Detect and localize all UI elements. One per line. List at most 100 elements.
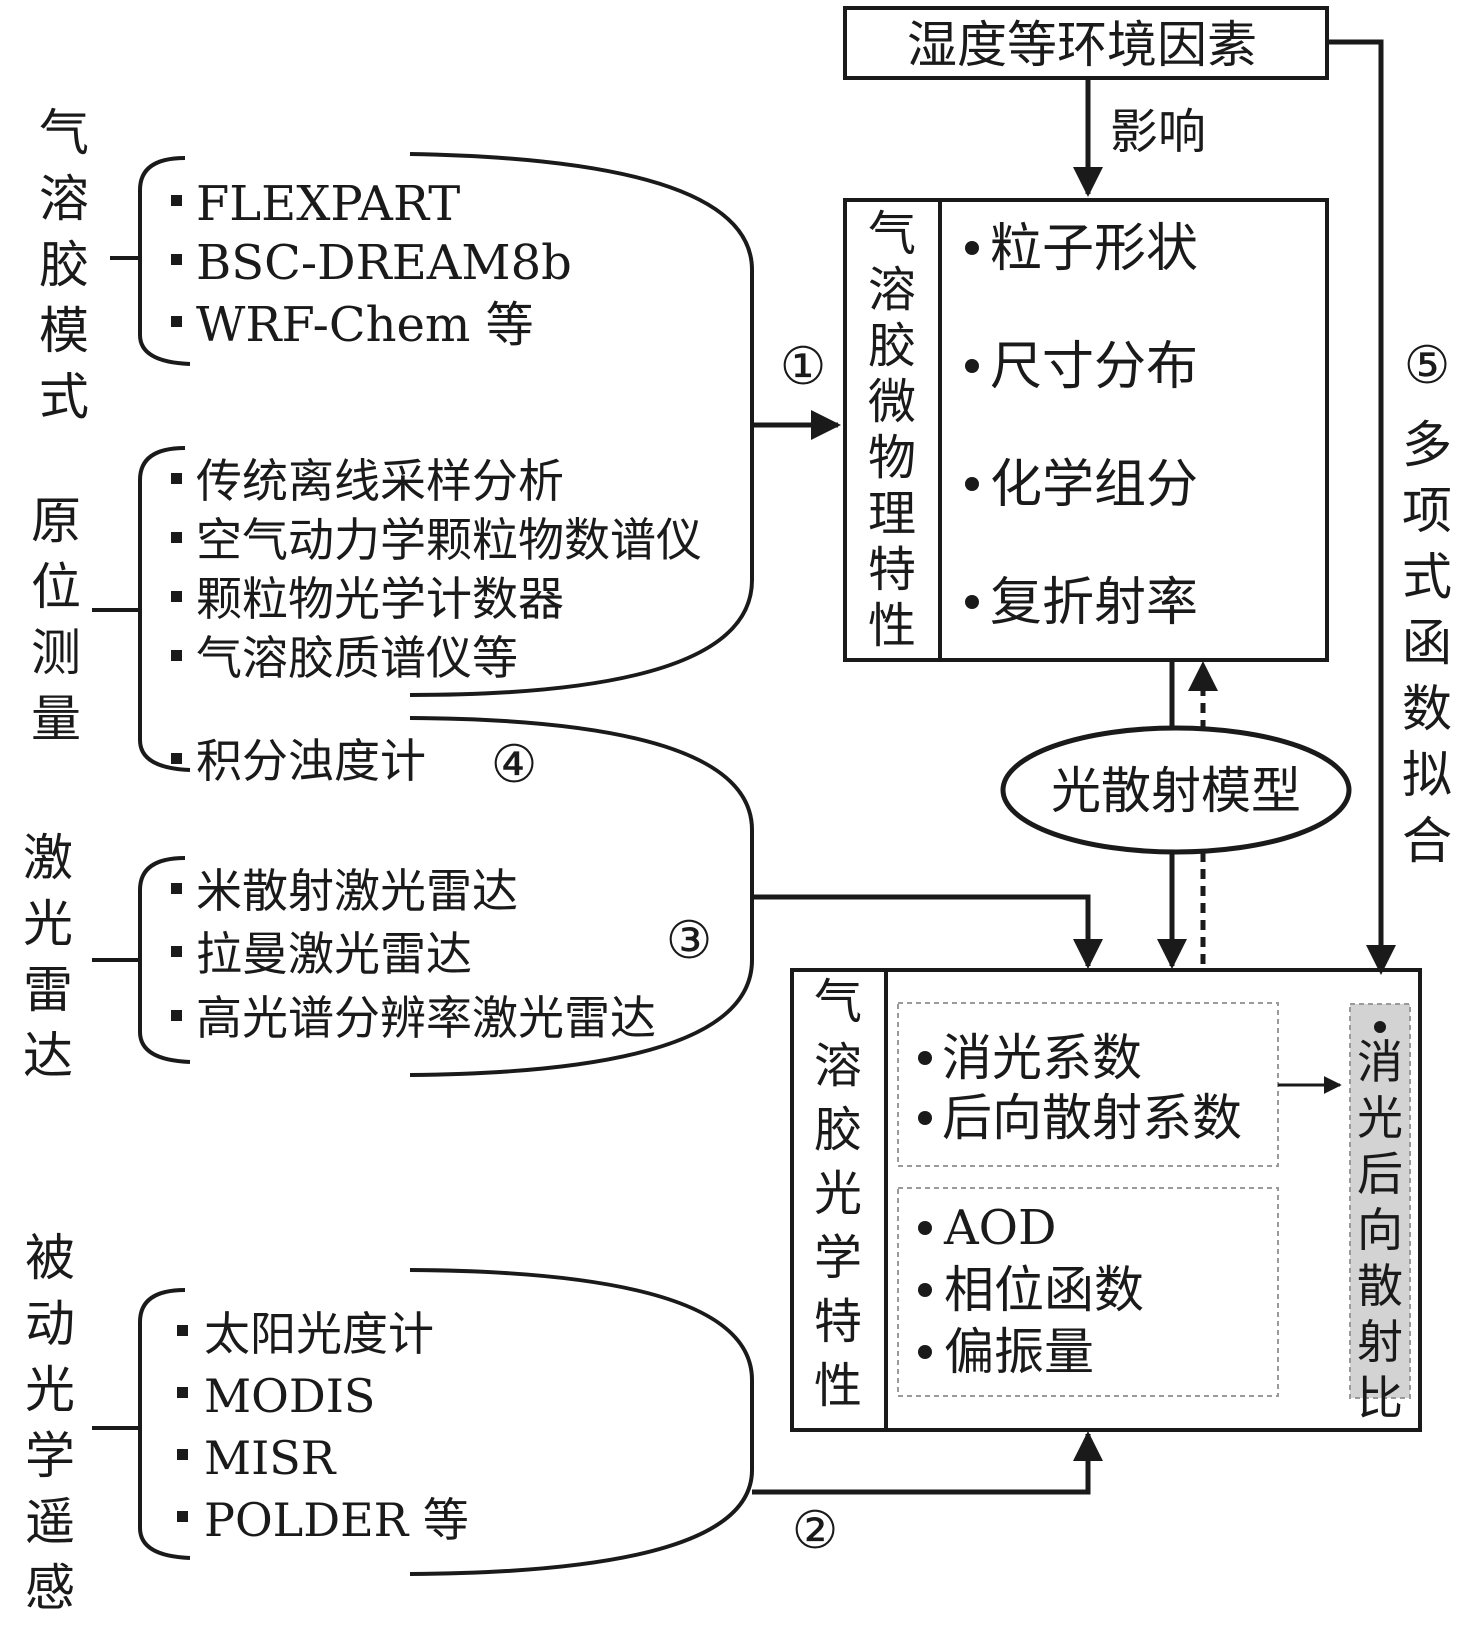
passive-title-char: 被 (25, 1229, 75, 1287)
model-title-char: 胶 (39, 236, 89, 294)
micro-title-char: 气 (868, 206, 916, 262)
light-model-ellipse (1000, 725, 1352, 855)
insitu-title-char: 测 (31, 624, 81, 682)
square-bullet (177, 1325, 188, 1336)
circle-label-4: ④ (491, 735, 538, 795)
lidar-brace (138, 856, 191, 1064)
circle-label-3: ③ (666, 911, 713, 971)
square-bullet (171, 532, 182, 543)
insitu-item: 空气动力学颗粒物数谱仪 (196, 513, 702, 567)
passive-title-char: 光 (25, 1361, 75, 1419)
fit-label: 多 项 式 函 数 拟 合 (1402, 416, 1452, 870)
ratio-char: 比 (1357, 1371, 1403, 1425)
lidar-title-char: 达 (23, 1027, 73, 1085)
insitu-item: 传统离线采样分析 (196, 454, 564, 508)
env-factors-label: 湿度等环境因素 (907, 16, 1257, 74)
fit-arrow (1327, 39, 1396, 975)
arrow-2 (752, 1431, 1103, 1495)
square-bullet (177, 1449, 188, 1460)
passive-title-char: 感 (25, 1559, 75, 1617)
model-brace (138, 156, 191, 366)
optical-group1-item: 消光系数 (942, 1029, 1142, 1087)
passive-item: POLDER 等 (204, 1493, 469, 1547)
square-bullet (171, 473, 182, 484)
micro-title-char: 微 (868, 374, 916, 430)
model-item: FLEXPART (196, 176, 460, 232)
insitu-title-char: 位 (31, 558, 81, 616)
optical-group2-item: AOD (943, 1200, 1057, 1256)
influence-label: 影响 (1110, 104, 1206, 160)
connectors (409, 152, 1103, 1576)
micro-title-char: 特 (868, 542, 916, 598)
model-item: BSC-DREAM8b (196, 235, 572, 291)
optical-title-char: 溶 (814, 1038, 862, 1094)
light-model-label: 光散射模型 (1051, 762, 1301, 820)
bullet (965, 241, 979, 255)
insitu-items: 传统离线采样分析 空气动力学颗粒物数谱仪 颗粒物光学计数器 气溶胶质谱仪等 积分… (171, 454, 702, 788)
bullet (965, 595, 979, 609)
ratio-char: 光 (1357, 1091, 1403, 1145)
circle-label-1: ① (780, 337, 827, 397)
braces (92, 156, 191, 1560)
passive-item: MODIS (204, 1369, 375, 1423)
optical-title-char: 光 (814, 1166, 862, 1222)
model-title-char: 模 (39, 302, 89, 360)
bullet (918, 1345, 932, 1359)
optical-title-char: 气 (814, 974, 862, 1030)
square-bullet (171, 591, 182, 602)
optical-title-char: 特 (814, 1294, 862, 1350)
circle-label-5: ⑤ (1404, 336, 1451, 396)
micro-title-char: 胶 (868, 318, 916, 374)
micro-items: 粒子形状 尺寸分布 化学组分 复折射率 (965, 219, 1198, 633)
micro-item: 粒子形状 (990, 219, 1198, 279)
model-title-char: 气 (39, 104, 89, 162)
optical-group2-item: 偏振量 (944, 1323, 1094, 1381)
lidar-title-char: 雷 (23, 961, 73, 1019)
ratio-char: 消 (1357, 1035, 1403, 1089)
fit-char: 数 (1402, 680, 1452, 738)
micro-title-char: 物 (868, 430, 916, 486)
square-bullet (171, 946, 182, 957)
lidar-item: 拉曼激光雷达 (196, 927, 472, 981)
passive-title-char: 学 (25, 1427, 75, 1485)
passive-title-char: 遥 (25, 1493, 75, 1551)
model-title-char: 溶 (39, 170, 89, 228)
ratio-char: 向 (1357, 1203, 1403, 1257)
micro-item: 尺寸分布 (990, 337, 1198, 397)
ratio-char: 后 (1357, 1147, 1403, 1201)
optical-title-char: 学 (814, 1230, 862, 1286)
optical-title-char: 胶 (814, 1102, 862, 1158)
bullet (918, 1111, 932, 1125)
micro-item: 复折射率 (990, 573, 1198, 633)
ratio-char: 射 (1357, 1315, 1403, 1369)
insitu-brace (138, 446, 191, 772)
passive-items: 太阳光度计 MODIS MISR POLDER 等 (177, 1307, 469, 1547)
bullet (1374, 1021, 1386, 1033)
passive-brace (138, 1288, 191, 1560)
lidar-title: 激光雷达 (23, 829, 73, 1085)
square-bullet (171, 1010, 182, 1021)
lidar-item: 米散射激光雷达 (196, 864, 518, 918)
lidar-title-char: 光 (23, 895, 73, 953)
passive-item: MISR (204, 1431, 337, 1485)
micro-title-char: 性 (868, 598, 916, 654)
optical-title-char: 性 (814, 1358, 862, 1414)
lidar-items: 米散射激光雷达 拉曼激光雷达 高光谱分辨率激光雷达 (171, 864, 656, 1045)
optical-box (790, 968, 1422, 1432)
arrow-3 (752, 894, 1103, 969)
micro-title: 气 溶 胶 微 物 理 特 性 (868, 206, 916, 654)
bullet (918, 1221, 932, 1235)
fit-char: 多 (1402, 416, 1452, 474)
square-bullet (171, 254, 182, 265)
fit-char: 函 (1402, 614, 1452, 672)
insitu-item: 积分浊度计 (196, 734, 426, 788)
bullet (965, 359, 979, 373)
micro-item: 化学组分 (990, 455, 1198, 515)
model-title-char: 式 (39, 368, 89, 426)
square-bullet (171, 883, 182, 894)
micro-box (843, 198, 1329, 662)
